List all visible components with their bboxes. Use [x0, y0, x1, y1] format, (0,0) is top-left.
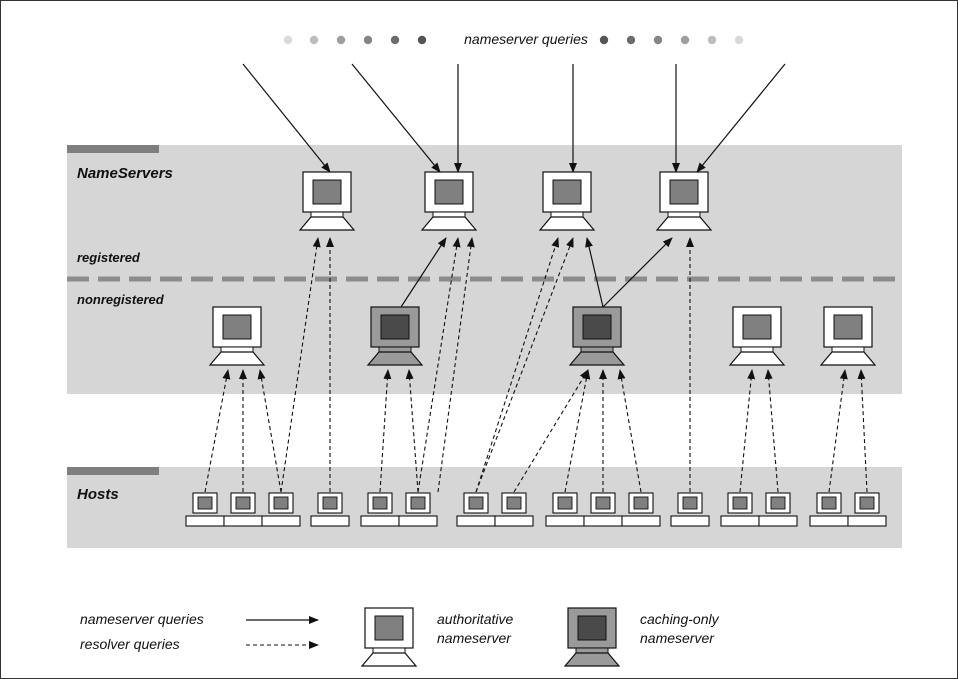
nameserver-query-arrow: [585, 237, 604, 308]
legend-authoritative-line2: nameserver: [437, 630, 512, 646]
top-dots-left: [283, 35, 427, 45]
resolver-query-arrow: [405, 369, 419, 493]
top-title: nameserver queries: [464, 31, 588, 47]
query-dot: [734, 35, 744, 45]
authoritative-nameserver-icon: [539, 171, 595, 231]
query-dot: [599, 35, 609, 45]
query-dot: [336, 35, 346, 45]
authoritative-nameserver-icon: [820, 306, 876, 366]
resolver-query-arrow: [513, 369, 589, 493]
nameservers-band-tab: [67, 145, 159, 153]
legend-authoritative-line1: authoritative: [437, 611, 513, 627]
resolver-query-arrow: [475, 237, 560, 493]
legend-caching-only-nameserver-icon: [564, 607, 620, 667]
authoritative-nameserver-icon: [729, 306, 785, 366]
query-dot: [363, 35, 373, 45]
nameserver-query-lines: [242, 63, 786, 308]
top-dots-right: [599, 35, 744, 45]
query-dot: [653, 35, 663, 45]
nameserver-query-arrow: [351, 63, 441, 173]
authoritative-nameserver-icon: [299, 171, 355, 231]
nonregistered-label: nonregistered: [77, 292, 165, 307]
resolver-query-lines: [204, 237, 868, 493]
nameserver-query-arrow: [242, 63, 331, 173]
caching-only-nameserver-icon: [367, 306, 423, 366]
query-dot: [390, 35, 400, 45]
resolver-query-arrow: [280, 237, 321, 493]
authoritative-nameserver-icon: [656, 171, 712, 231]
query-dot: [417, 35, 427, 45]
legend-nameserver-queries-label: nameserver queries: [80, 611, 204, 627]
authoritative-nameserver-icon: [421, 171, 477, 231]
legend: nameserver queries resolver queries auth…: [80, 607, 720, 667]
resolver-query-arrow: [857, 369, 868, 493]
caching-only-nameserver-icon: [569, 306, 625, 366]
legend-authoritative-nameserver-icon: [361, 607, 417, 667]
query-dot: [283, 35, 293, 45]
resolver-query-arrow: [379, 369, 392, 493]
legend-caching-line1: caching-only: [640, 611, 720, 627]
authoritative-nameserver-icon: [209, 306, 265, 366]
nameserver-query-arrow: [400, 237, 447, 308]
resolver-query-arrow: [475, 237, 574, 493]
query-dot: [309, 35, 319, 45]
query-dot: [707, 35, 717, 45]
resolver-query-arrow: [437, 237, 475, 493]
legend-resolver-queries-label: resolver queries: [80, 636, 180, 652]
resolver-query-arrow: [417, 237, 461, 493]
legend-caching-line2: nameserver: [640, 630, 715, 646]
nameserver-query-arrow: [696, 63, 786, 173]
registered-label: registered: [77, 250, 141, 265]
hosts-label: Hosts: [77, 486, 119, 503]
query-dot: [626, 35, 636, 45]
nameservers-label: NameServers: [77, 165, 173, 182]
hosts-band-tab: [67, 467, 159, 475]
nameserver-query-arrow: [602, 237, 673, 308]
query-dot: [680, 35, 690, 45]
